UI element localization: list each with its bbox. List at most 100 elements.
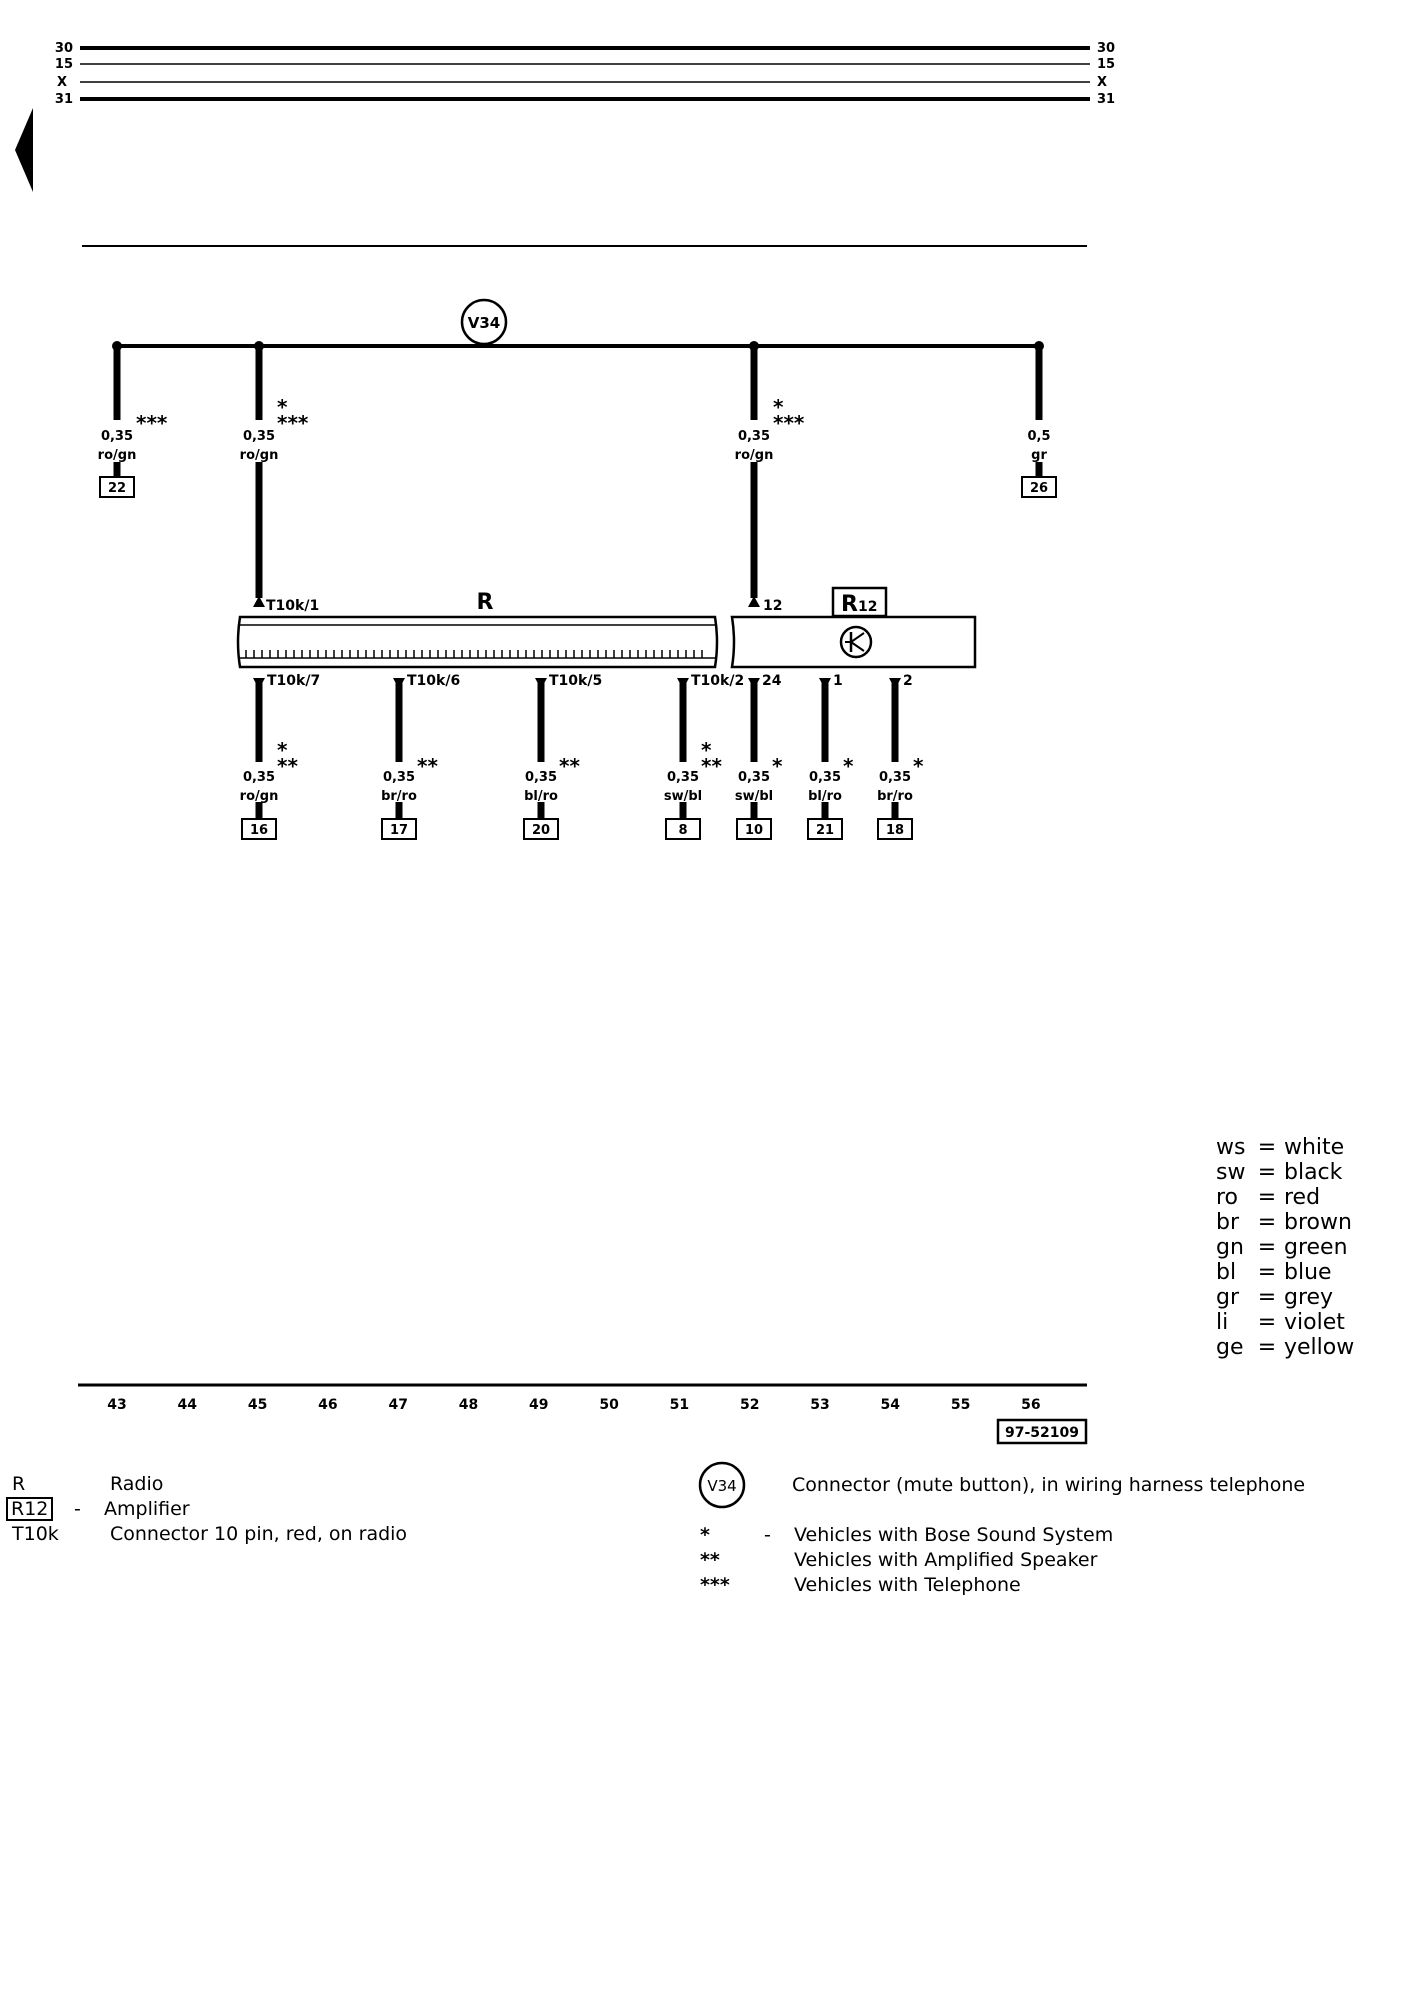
connector-v34-symbol[interactable]: V34 xyxy=(460,298,508,346)
color-name: red xyxy=(1284,1185,1321,1210)
color-name: yellow xyxy=(1284,1335,1355,1360)
wire-color: br/ro xyxy=(381,789,417,804)
footnote-desc: Vehicles with Telephone xyxy=(794,1574,1021,1596)
pin-label: 24 xyxy=(762,673,782,689)
track-number: 45 xyxy=(248,1397,267,1413)
footnote-mark: ** xyxy=(700,1549,720,1571)
track-number: 56 xyxy=(1021,1397,1040,1413)
track-number: 50 xyxy=(599,1397,619,1413)
wire-color: sw/bl xyxy=(735,789,773,804)
color-legend-row: gn = green xyxy=(1216,1235,1354,1260)
pin-label: T10k/6 xyxy=(407,673,460,689)
connector-legend-symbol: V34 xyxy=(698,1461,746,1509)
equals-sign: = xyxy=(1257,1135,1277,1160)
radio-component[interactable]: R xyxy=(236,590,719,669)
top-wire-4[interactable]: 0,5 gr 26 xyxy=(1021,346,1057,498)
equals-sign: = xyxy=(1257,1235,1277,1260)
terminal-number: 10 xyxy=(745,823,763,838)
wire-size: 0,5 xyxy=(1027,429,1050,444)
color-legend-row: bl=blue xyxy=(1216,1260,1354,1285)
color-name: brown xyxy=(1284,1210,1352,1235)
color-name: black xyxy=(1284,1160,1343,1185)
equals-sign: = xyxy=(1257,1185,1277,1210)
pin-label: 2 xyxy=(903,673,913,689)
component-code: R xyxy=(12,1473,26,1495)
rail-label-right: X xyxy=(1097,75,1107,90)
footnote-mark: *** xyxy=(700,1574,730,1596)
power-rails: 30 15 X 31 30 15 X 31 xyxy=(55,41,1115,107)
equals-sign: = xyxy=(1257,1260,1277,1285)
footnotes-legend: * - Vehicles with Bose Sound System ** V… xyxy=(700,1523,1113,1598)
footnote-row: *** Vehicles with Telephone xyxy=(700,1573,1113,1598)
color-code: ro xyxy=(1216,1185,1239,1210)
footnote-desc: Vehicles with Bose Sound System xyxy=(794,1524,1114,1546)
component-code: T10k xyxy=(12,1523,59,1545)
top-wire-1[interactable]: 0,35 ro/gn *** 22 xyxy=(98,346,168,498)
terminal-number: 26 xyxy=(1030,481,1048,496)
wire-color: ro/gn xyxy=(98,448,137,463)
color-code: gn xyxy=(1216,1235,1244,1260)
color-code: br xyxy=(1216,1210,1240,1235)
color-legend-row: ro = red xyxy=(1216,1185,1354,1210)
color-code: ge xyxy=(1216,1335,1244,1360)
wire-color: ro/gn xyxy=(240,448,279,463)
wire-footnote-mark: ** xyxy=(701,754,722,778)
svg-text:V34: V34 xyxy=(707,1477,736,1495)
color-legend-row: ge=yellow xyxy=(1216,1335,1354,1360)
component-legend-row: R Radio xyxy=(6,1472,407,1497)
amplifier-component[interactable]: R12 xyxy=(730,586,977,669)
track-number: 52 xyxy=(740,1397,759,1413)
wire-size: 0,35 xyxy=(667,770,699,785)
terminal-number: 16 xyxy=(250,823,268,838)
rail-label-right: 30 xyxy=(1097,41,1115,56)
component-legend-row: R12 - Amplifier xyxy=(6,1497,407,1522)
wire-color: ro/gn xyxy=(240,789,279,804)
track-number: 54 xyxy=(881,1397,901,1413)
color-name: green xyxy=(1284,1235,1348,1260)
terminal-number: 18 xyxy=(886,823,904,838)
track-number: 53 xyxy=(810,1397,829,1413)
wire-footnote-mark: *** xyxy=(136,411,168,435)
wire-footnote-mark: *** xyxy=(773,411,805,435)
track-number: 55 xyxy=(951,1397,970,1413)
color-name: grey xyxy=(1284,1285,1334,1310)
connector-legend: Connector (mute button), in wiring harne… xyxy=(792,1473,1305,1498)
rail-label-left: 31 xyxy=(55,92,73,107)
track-number: 51 xyxy=(670,1397,689,1413)
wire-footnote-mark: ** xyxy=(277,754,298,778)
color-legend-row: gr=grey xyxy=(1216,1285,1354,1310)
color-name: white xyxy=(1284,1135,1345,1160)
wire-color: bl/ro xyxy=(808,789,842,804)
wire-color: sw/bl xyxy=(664,789,702,804)
pin-label: 12 xyxy=(763,598,782,614)
wire-footnote-mark: ** xyxy=(559,754,580,778)
top-wire-3[interactable]: 0,35 ro/gn * *** 12 xyxy=(735,346,805,614)
track-number: 49 xyxy=(529,1397,548,1413)
bottom-wires: T10k/70,35ro/gn***16T10k/60,35br/ro**17T… xyxy=(240,673,924,840)
color-legend-row: br=brown xyxy=(1216,1210,1354,1235)
wire-size: 0,35 xyxy=(738,770,770,785)
top-wire-2[interactable]: 0,35 ro/gn * *** T10k/1 xyxy=(240,346,320,614)
component-legend-row: T10k Connector 10 pin, red, on radio xyxy=(6,1522,407,1547)
page-back-marker-icon[interactable] xyxy=(15,108,33,192)
rail-label-right: 15 xyxy=(1097,57,1115,72)
wire-size: 0,35 xyxy=(383,770,415,785)
color-code: gr xyxy=(1216,1285,1240,1310)
color-legend-row: sw=black xyxy=(1216,1160,1354,1185)
terminal-number: 21 xyxy=(816,823,834,838)
component-desc: Radio xyxy=(110,1473,164,1495)
diagram-code: 97-52109 xyxy=(1005,1425,1079,1441)
equals-sign: = xyxy=(1257,1160,1277,1185)
wire-size: 0,35 xyxy=(738,429,770,444)
wire-footnote-mark: * xyxy=(277,738,288,762)
pin-label: T10k/5 xyxy=(549,673,602,689)
wire-size: 0,35 xyxy=(101,429,133,444)
